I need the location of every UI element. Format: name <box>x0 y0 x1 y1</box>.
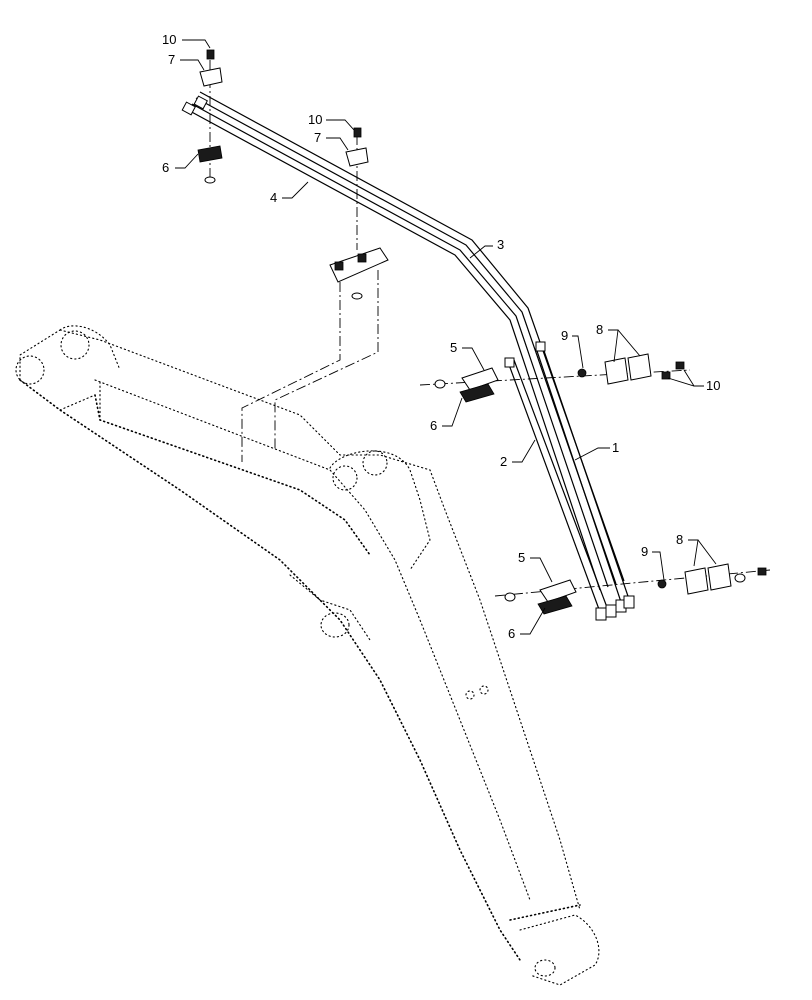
plate-7b-icon <box>345 147 369 167</box>
upper-clamp-set <box>419 353 691 403</box>
plate-8-icon <box>604 357 629 385</box>
callout-3: 3 <box>497 237 504 252</box>
pipe-bundle <box>181 91 635 621</box>
bolt-10b-icon <box>353 127 362 138</box>
callout-9: 9 <box>561 328 568 343</box>
leader-lines <box>175 39 717 635</box>
phantom-lines <box>241 270 379 462</box>
callout-6: 6 <box>162 160 169 175</box>
mid-clamp-assembly <box>329 127 389 300</box>
callout-10b: 10 <box>308 112 322 127</box>
callout-5: 5 <box>450 340 457 355</box>
callout-8b: 8 <box>676 532 683 547</box>
callout-7: 7 <box>168 52 175 67</box>
boom-outline <box>15 325 600 986</box>
top-clamp-assembly <box>197 49 223 184</box>
callout-8: 8 <box>596 322 603 337</box>
callout-6c: 6 <box>508 626 515 641</box>
plate-8b-icon <box>684 567 709 595</box>
callout-labels: 10 7 6 4 10 7 3 5 6 9 8 10 2 1 5 6 9 8 <box>162 32 720 641</box>
plate-7-icon <box>199 67 223 87</box>
clamp-6b-icon <box>459 383 495 403</box>
lower-clamp-set <box>494 563 771 615</box>
clamp-5b-icon <box>539 579 577 603</box>
callout-4: 4 <box>270 190 277 205</box>
callout-5b: 5 <box>518 550 525 565</box>
clamp-6-icon <box>197 145 223 163</box>
nut-9b-icon <box>657 579 667 589</box>
nut-9-icon <box>577 368 587 378</box>
bolt-10-icon <box>206 49 215 60</box>
callout-1: 1 <box>612 440 619 455</box>
clamp-5-icon <box>461 367 499 391</box>
callout-10: 10 <box>162 32 176 47</box>
callout-2: 2 <box>500 454 507 469</box>
callout-9b: 9 <box>641 544 648 559</box>
callout-10c: 10 <box>706 378 720 393</box>
callout-7b: 7 <box>314 130 321 145</box>
clamp-6c-icon <box>537 595 573 615</box>
callout-6b: 6 <box>430 418 437 433</box>
